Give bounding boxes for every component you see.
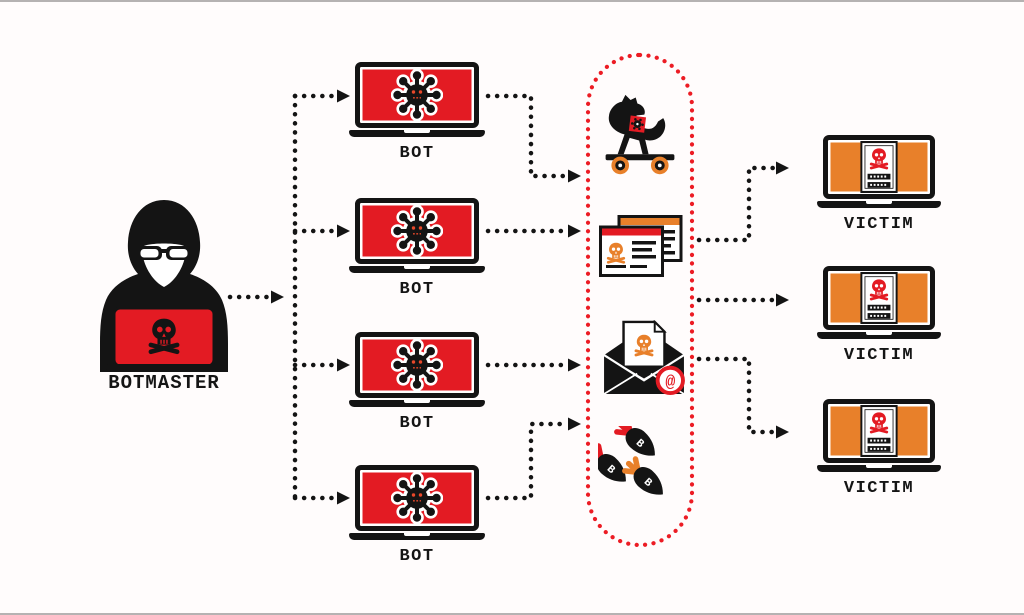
bot-label: BOT bbox=[399, 547, 435, 566]
malware-virus-icon bbox=[391, 69, 443, 121]
victim-label: VICTIM bbox=[843, 479, 915, 498]
botmaster-label: BOTMASTER bbox=[108, 372, 220, 394]
bomb-attack-icon: B B B bbox=[585, 417, 682, 515]
laptop-base bbox=[817, 201, 941, 208]
skull-crossbones-icon bbox=[151, 319, 177, 352]
bot-label: BOT bbox=[399, 144, 435, 163]
laptop-base bbox=[349, 533, 485, 540]
malware-virus-icon bbox=[391, 472, 443, 524]
botmaster-laptop-base bbox=[106, 364, 222, 372]
laptop-base bbox=[349, 400, 485, 407]
at-symbol: @ bbox=[665, 372, 675, 391]
victim-screen bbox=[823, 266, 935, 330]
victim-label: VICTIM bbox=[843, 215, 915, 234]
ransom-note-icon bbox=[860, 272, 898, 324]
line-channel-to-victim1 bbox=[696, 165, 778, 243]
top-border-line bbox=[0, 0, 1024, 2]
bomb-orange: B bbox=[622, 456, 663, 495]
victim-label: VICTIM bbox=[843, 346, 915, 365]
victim-laptop-3: VICTIM bbox=[817, 399, 941, 498]
bot-laptop-3: BOT bbox=[349, 332, 485, 433]
bot-label: BOT bbox=[399, 414, 435, 433]
laptop-base bbox=[817, 465, 941, 472]
laptop-base bbox=[817, 332, 941, 339]
bot-screen bbox=[355, 198, 479, 264]
bot-label: BOT bbox=[399, 280, 435, 299]
bot-laptop-2: BOT bbox=[349, 198, 485, 299]
bot-screen bbox=[355, 465, 479, 531]
bot-screen bbox=[355, 62, 479, 128]
victim-screen bbox=[823, 135, 935, 199]
line-bot4-to-channel bbox=[485, 421, 570, 501]
victim-laptop-1: VICTIM bbox=[817, 135, 941, 234]
malicious-website-icon bbox=[599, 215, 683, 282]
bot-laptop-4: BOT bbox=[349, 465, 485, 566]
trojan-horse-icon bbox=[597, 92, 683, 181]
malware-virus-icon bbox=[391, 339, 443, 391]
bot-screen bbox=[355, 332, 479, 398]
line-bot1-to-channel bbox=[485, 93, 570, 179]
laptop-base bbox=[349, 266, 485, 273]
line-channel-to-victim3 bbox=[696, 356, 778, 435]
bottom-border-line bbox=[0, 613, 1024, 615]
attack-channel-boundary bbox=[585, 52, 695, 548]
glasses-icon bbox=[129, 246, 199, 260]
arrowheads bbox=[271, 89, 789, 505]
botmaster-figure bbox=[100, 200, 228, 372]
infected-email-icon: @ bbox=[600, 319, 688, 401]
malware-virus-icon bbox=[391, 205, 443, 257]
victim-screen bbox=[823, 399, 935, 463]
victim-laptop-2: VICTIM bbox=[817, 266, 941, 365]
bot-laptop-1: BOT bbox=[349, 62, 485, 163]
dotted-connector-lines bbox=[227, 93, 778, 501]
laptop-base bbox=[349, 130, 485, 137]
ransom-note-icon bbox=[860, 405, 898, 457]
ransom-note-icon bbox=[860, 141, 898, 193]
